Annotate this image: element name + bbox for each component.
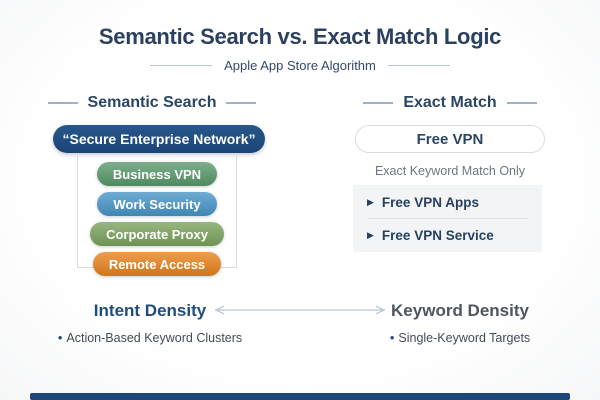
page-subtitle: Apple App Store Algorithm	[224, 58, 376, 73]
heading-rule-right	[226, 102, 257, 104]
result-label: Free VPN Service	[381, 227, 494, 243]
result-label: Free VPN Apps	[381, 194, 479, 210]
heading-rule-right	[506, 102, 537, 104]
heading-rule-left	[363, 102, 394, 104]
triangle-bullet-icon: ▶	[367, 229, 374, 240]
cluster-pill-remote-access: Remote Access	[92, 252, 222, 276]
result-row-free-vpn-service: ▶ Free VPN Service	[367, 221, 528, 249]
bullet-dot-icon: •	[57, 330, 63, 345]
semantic-search-heading: Semantic Search	[87, 94, 217, 111]
triangle-bullet-icon: ▶	[367, 196, 374, 207]
keyword-density-bullet-text: Single-Keyword Targets	[398, 331, 531, 345]
cluster-pill-work-security: Work Security	[97, 192, 217, 216]
exact-results-box: ▶ Free VPN Apps ▶ Free VPN Service	[353, 185, 542, 252]
exact-match-heading: Exact Match	[403, 94, 497, 111]
double-arrow-icon	[206, 303, 394, 322]
subtitle-rule-right	[387, 65, 450, 66]
exact-match-note: Exact Keyword Match Only	[374, 164, 526, 178]
result-divider	[367, 218, 528, 219]
intent-density-bullet: •Action-Based Keyword Clusters	[30, 330, 270, 345]
result-row-free-vpn-apps: ▶ Free VPN Apps	[367, 188, 528, 216]
heading-rule-left	[47, 102, 78, 104]
exact-match-heading-row: Exact Match	[340, 94, 560, 112]
keyword-density-bullet: •Single-Keyword Targets	[350, 330, 570, 345]
page-title: Semantic Search vs. Exact Match Logic	[98, 24, 502, 49]
exact-query-box: Free VPN	[355, 125, 545, 153]
intent-density-bullet-text: Action-Based Keyword Clusters	[66, 331, 243, 345]
keyword-density-title: Keyword Density	[391, 301, 529, 320]
bottom-accent-bar	[30, 393, 570, 400]
semantic-query-pill: “Secure Enterprise Network”	[53, 125, 265, 153]
cluster-pill-business-vpn: Business VPN	[96, 162, 218, 186]
cluster-stack: Business VPN Work Security Corporate Pro…	[77, 162, 237, 276]
bullet-dot-icon: •	[389, 330, 395, 345]
subtitle-rule-left	[150, 65, 213, 66]
page-subtitle-row: Apple App Store Algorithm	[0, 58, 600, 73]
cluster-pill-corporate-proxy: Corporate Proxy	[90, 222, 224, 246]
semantic-search-heading-row: Semantic Search	[32, 94, 272, 112]
intent-density-title: Intent Density	[93, 301, 207, 320]
